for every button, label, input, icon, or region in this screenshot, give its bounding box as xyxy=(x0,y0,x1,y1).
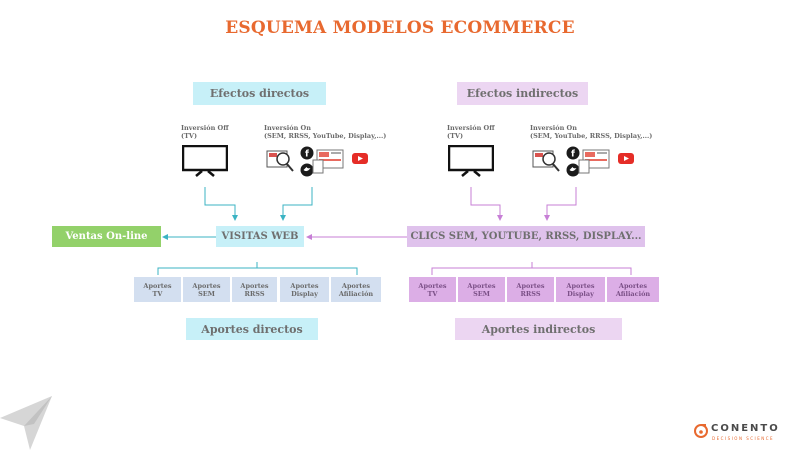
visitas-web-box: VISITAS WEB xyxy=(216,226,304,247)
conento-logo: CONENTO DECISION SCIENCE xyxy=(693,423,793,445)
twitter-icon xyxy=(300,163,314,177)
indirect-cell-afiliacion: Aportes Afiliación xyxy=(607,277,659,302)
bracket-direct xyxy=(157,267,358,275)
clics-box: CLICS SEM, YOUTUBE, RRSS, DISPLAY... xyxy=(407,226,645,247)
tv-icon xyxy=(448,145,494,177)
youtube-icon xyxy=(352,153,368,164)
direct-cell-afiliacion: Aportes Afiliación xyxy=(331,277,381,302)
header-indirect-effects: Efectos indirectos xyxy=(457,82,588,105)
svg-text:f: f xyxy=(571,150,575,160)
logo-tagline: DECISION SCIENCE xyxy=(712,436,775,441)
arrow-tv-to-visitas xyxy=(204,187,238,221)
conento-logo-icon xyxy=(694,424,708,438)
direct-off-label: Inversión Off (TV) xyxy=(181,124,229,140)
footer-direct-contributions: Aportes directos xyxy=(186,318,318,340)
indirect-cell-tv: Aportes TV xyxy=(409,277,456,302)
indirect-cell-rrss: Aportes RRSS xyxy=(507,277,554,302)
facebook-icon: f xyxy=(566,146,580,160)
direct-cell-rrss: Aportes RRSS xyxy=(232,277,277,302)
ventas-online-box: Ventas On-line xyxy=(52,226,161,247)
twitter-icon xyxy=(566,163,580,177)
indirect-cell-display: Aportes Display xyxy=(556,277,605,302)
arrow-tv-to-clics xyxy=(470,187,503,221)
online-media-icons: f xyxy=(532,146,634,177)
direct-cell-tv: Aportes TV xyxy=(134,277,181,302)
header-direct-effects: Efectos directos xyxy=(193,82,326,105)
arrow-online-to-visitas xyxy=(280,187,313,221)
direct-cell-sem: Aportes SEM xyxy=(183,277,230,302)
logo-name: CONENTO xyxy=(711,423,780,434)
footer-indirect-contributions: Aportes indirectos xyxy=(455,318,622,340)
facebook-icon: f xyxy=(300,146,314,160)
bracket-indirect xyxy=(431,267,632,275)
indirect-on-label: Inversión On (SEM, YouTube, RRSS, Displa… xyxy=(530,124,653,140)
direct-cell-display: Aportes Display xyxy=(280,277,329,302)
indirect-off-label: Inversión Off (TV) xyxy=(447,124,495,140)
online-media-icons: f xyxy=(266,146,368,177)
decorative-arrow-mark xyxy=(0,396,52,450)
arrow-online-to-clics xyxy=(544,187,577,221)
svg-text:f: f xyxy=(305,150,309,160)
indirect-cell-sem: Aportes SEM xyxy=(458,277,505,302)
page-title: ESQUEMA MODELOS ECOMMERCE xyxy=(225,18,575,38)
tv-icon xyxy=(182,145,228,177)
display-ad-icon xyxy=(312,149,344,174)
seo-magnifier-icon xyxy=(532,150,560,172)
youtube-icon xyxy=(618,153,634,164)
seo-magnifier-icon xyxy=(266,150,294,172)
direct-on-label: Inversión On (SEM, RRSS, YouTube, Displa… xyxy=(264,124,387,140)
display-ad-icon xyxy=(578,149,610,174)
